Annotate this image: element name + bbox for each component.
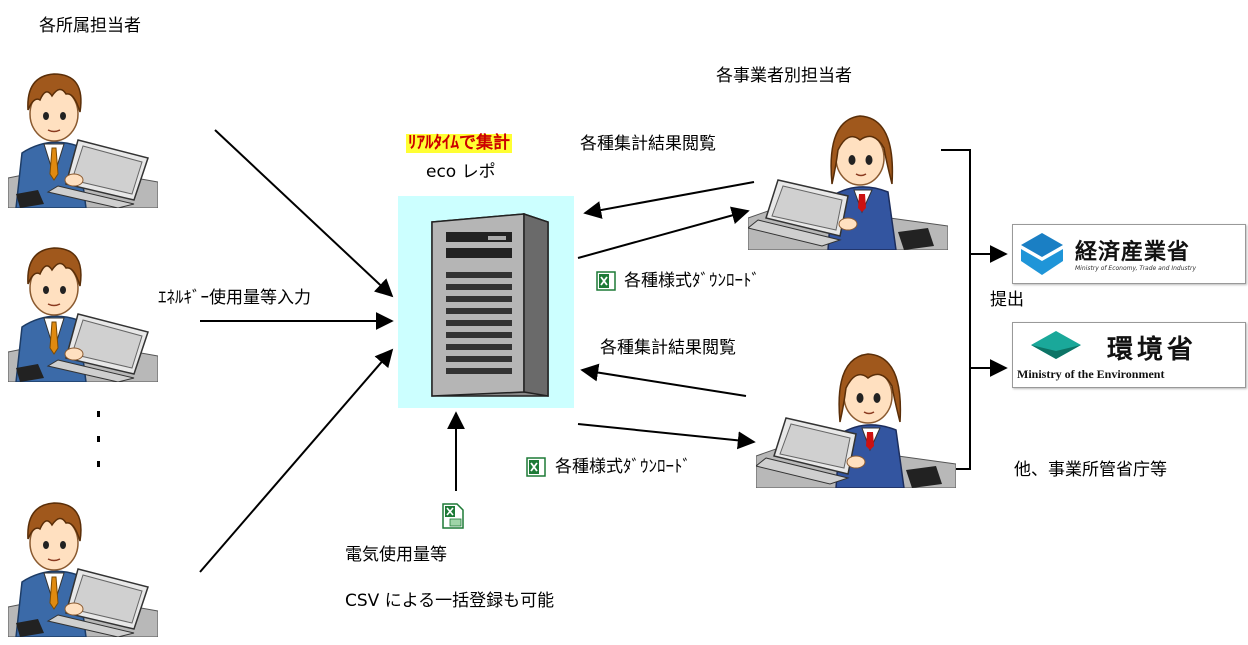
arrow-download-2 [577,423,756,450]
excel-file-icon [596,271,616,291]
system-name: eco レポ [426,162,496,182]
electricity-label: 電気使用量等 [345,545,447,565]
moe-subtitle: Ministry of the Environment [1017,367,1165,381]
female-office-worker-with-laptop-icon [756,353,956,488]
download-label-1: 各種様式ﾀﾞｳﾝﾛｰﾄﾞ [624,271,760,291]
submit-label: 提出 [990,290,1024,310]
arrow-staff3-to-server [199,348,394,573]
meti-emblem-icon [1021,233,1063,275]
server-tower-icon [431,212,549,397]
meti-subtitle: Ministry of Economy, Trade and Industry [1075,265,1197,272]
meti-name: 経済産業省 [1075,240,1191,265]
ellipsis-dot [97,461,100,467]
arrow-view-results-2 [580,363,747,397]
meti-logo: 経済産業省 Ministry of Economy, Trade and Ind… [1012,224,1246,284]
download-label-2: 各種様式ﾀﾞｳﾝﾛｰﾄﾞ [555,457,691,477]
staff-header: 各所属担当者 [39,16,141,36]
moe-logo: 環境省 Ministry of the Environment [1012,322,1246,388]
arrow-view-results-1 [583,181,755,219]
arrow-staff1-to-server [214,129,394,298]
view-results-label-2: 各種集計結果閲覧 [600,338,736,358]
other-agencies-label: 他、事業所管省庁等 [1014,460,1167,480]
ellipsis-dot [97,436,100,442]
operator-header: 各事業者別担当者 [716,66,852,86]
energy-input-label: ｴﾈﾙｷﾞｰ使用量等入力 [158,288,311,308]
moe-name: 環境省 [1107,335,1198,365]
realtime-badge: ﾘｱﾙﾀｲﾑで集計 [406,133,512,153]
ellipsis-dot [97,411,100,417]
female-office-worker-with-laptop-icon [748,115,948,250]
view-results-label-1: 各種集計結果閲覧 [580,134,716,154]
arrow-download-1 [577,206,750,259]
csv-bulk-label: CSV による一括登録も可能 [345,591,555,611]
moe-emblem-icon [1031,331,1081,359]
csv-file-icon [442,503,464,529]
excel-file-icon [526,457,546,477]
